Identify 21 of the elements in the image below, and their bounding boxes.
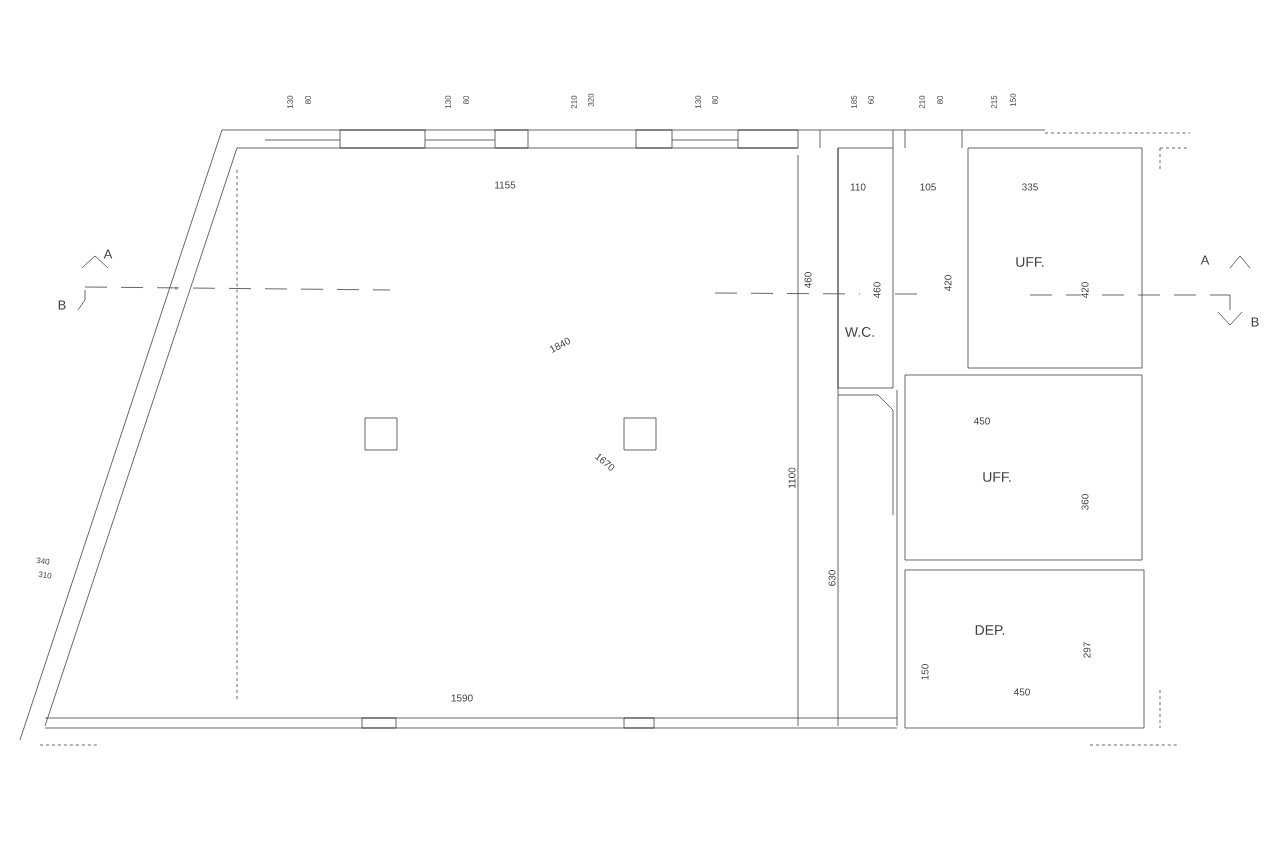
dimension: 450 xyxy=(1013,687,1031,696)
dimension: 450 xyxy=(973,416,991,425)
dimension: 460 xyxy=(804,271,813,289)
dimension: 150 xyxy=(921,663,930,681)
dimension: 460 xyxy=(873,281,882,299)
dimension: 335 xyxy=(1021,182,1039,192)
dimension: 420 xyxy=(944,274,953,292)
section-letter: A xyxy=(103,249,113,259)
dimension: 1155 xyxy=(493,181,517,189)
dimension: 420 xyxy=(1081,281,1090,299)
dimension: 1840 xyxy=(547,336,573,354)
section-letter: B xyxy=(1250,317,1260,327)
dimension: 1100 xyxy=(788,466,797,490)
dimension: 110 xyxy=(849,182,867,192)
dimension: 630 xyxy=(828,569,837,587)
dimension: 297 xyxy=(1083,641,1092,659)
section-letter: B xyxy=(57,300,67,310)
dimension: 1590 xyxy=(450,693,474,702)
dimension: 105 xyxy=(919,182,937,192)
section-letter: A xyxy=(1200,255,1210,265)
dimension: 360 xyxy=(1081,493,1090,511)
